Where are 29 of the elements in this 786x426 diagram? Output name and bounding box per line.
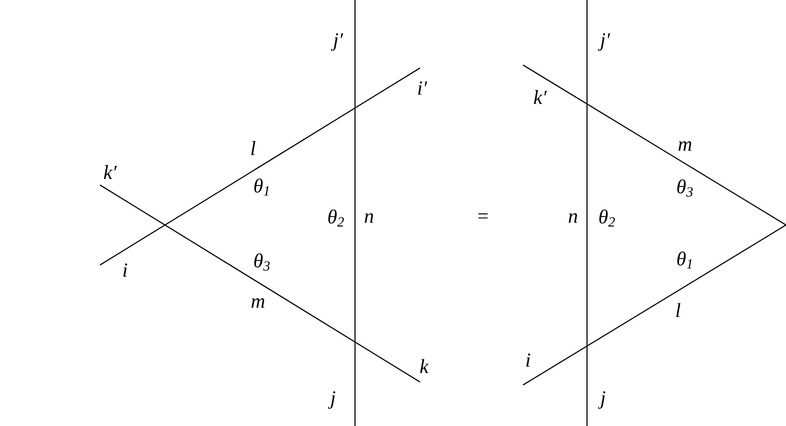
line-end-label: i bbox=[526, 353, 530, 367]
line bbox=[522, 224, 786, 386]
line-label: θ$_{3}$ bbox=[675, 178, 695, 198]
line-label: θ$_{3}$ bbox=[252, 252, 272, 272]
line-end-label: k′ bbox=[534, 90, 547, 104]
line-label: n bbox=[363, 212, 375, 224]
line-label: m bbox=[250, 297, 266, 309]
line-end-label: j′ bbox=[330, 33, 344, 51]
line-end-label: j′ bbox=[598, 33, 610, 51]
line-end-label: j bbox=[328, 391, 336, 409]
line bbox=[100, 68, 420, 266]
line-label: l bbox=[249, 140, 257, 156]
line-end-label: i bbox=[123, 263, 128, 277]
line-label: θ$_{2}$ bbox=[597, 208, 617, 228]
line-label: m bbox=[676, 140, 694, 152]
line bbox=[100, 184, 420, 382]
line-label: θ$_{1}$ bbox=[675, 250, 695, 270]
line-end-label: k′ bbox=[104, 165, 117, 179]
line-label: l bbox=[674, 302, 682, 318]
line-label: θ$_{2}$ bbox=[326, 208, 346, 228]
line bbox=[522, 64, 786, 226]
line bbox=[586, 0, 588, 426]
line-label: θ$_{1}$ bbox=[252, 177, 272, 197]
equals-sign: = bbox=[476, 212, 490, 224]
line-end-label: i′ bbox=[418, 81, 428, 95]
line-end-label: k bbox=[420, 359, 429, 373]
line-end-label: j bbox=[598, 391, 606, 409]
line bbox=[354, 0, 356, 426]
line-label: n bbox=[567, 212, 579, 224]
